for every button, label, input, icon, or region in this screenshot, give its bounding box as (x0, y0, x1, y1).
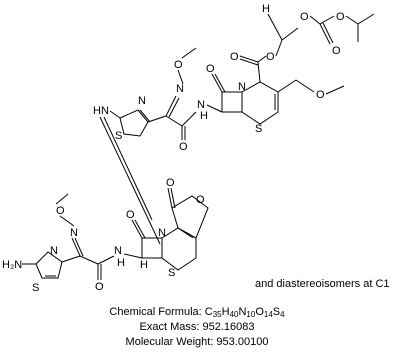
thiazole-s-bottom: S (32, 282, 39, 294)
formula-count: 4 (280, 310, 285, 319)
chemical-structure: S N HN N O O N H O N S O O H O O O O (2, 3, 375, 294)
amide-n-top: N (197, 99, 205, 111)
formula-element: N (238, 306, 247, 318)
amino-label-bottom: H₂N (2, 259, 22, 271)
molecular-weight: Molecular Weight: 953.00100 (125, 336, 269, 348)
ester-o-double: O (230, 51, 239, 63)
lactam-o-top: O (206, 63, 215, 75)
formula-element: C (204, 306, 213, 318)
lactone-ring (171, 195, 209, 239)
lactam-o-bottom: O (126, 209, 135, 221)
amide-n-bottom: N (114, 245, 122, 257)
beta-lactam-top (221, 91, 243, 113)
lactone-ring-o: O (196, 194, 205, 206)
diastereoisomer-note: and diastereoisomers at C1 (255, 278, 390, 290)
oxime-o-bottom: O (56, 205, 65, 217)
thiazine-ring-top (241, 81, 279, 125)
formula-element: O (255, 306, 264, 318)
amide-h-top: H (200, 110, 208, 122)
oxime-n-bottom: N (70, 227, 78, 239)
carbonate-o1: O (300, 11, 309, 23)
methoxy-o-top: O (316, 89, 325, 101)
formula-count: 14 (263, 310, 273, 319)
formula-element: H (221, 306, 230, 318)
thiazole-n-top: N (138, 95, 146, 107)
thiazole-s-top: S (115, 130, 122, 142)
ring-s-top: S (255, 123, 262, 135)
chemical-formula: Chemical Formula: C35H40N10O14S4 (0, 305, 394, 320)
carbonate-o2: O (332, 45, 341, 57)
formula-count: 10 (246, 310, 256, 319)
formula-count: 35 (212, 310, 222, 319)
amide-h-bottom: H (117, 257, 125, 269)
oxime-n-top: N (176, 83, 184, 95)
linker-nh-label: HN (93, 105, 109, 117)
thiazole-n-bottom: N (50, 245, 58, 257)
nh-h-bottom: H (140, 259, 148, 271)
amide-o-bottom: O (95, 281, 104, 293)
c1-h-label: H (262, 3, 270, 15)
carbonate-o3: O (336, 11, 345, 23)
ring-s-bottom: S (168, 267, 175, 279)
formula-parts: C35H40N10O14S4 (204, 306, 285, 319)
lactam-n-top: N (238, 81, 246, 93)
oxime-o-top: O (174, 59, 183, 71)
ester-o-single: O (266, 51, 275, 63)
formula-count: 40 (229, 310, 239, 319)
lactam-n-bottom: N (158, 227, 166, 239)
formula-element: S (272, 306, 281, 318)
thiazine-ring-bottom (161, 227, 197, 271)
lactone-carbonyl-o: O (166, 177, 175, 189)
exact-mass: Exact Mass: 952.16083 (139, 321, 255, 333)
thiazole-ring-top (119, 109, 149, 137)
thiazole-ring-bottom (35, 251, 63, 279)
amide-o-top: O (179, 141, 188, 153)
formula-prefix: Chemical Formula: (109, 306, 205, 318)
